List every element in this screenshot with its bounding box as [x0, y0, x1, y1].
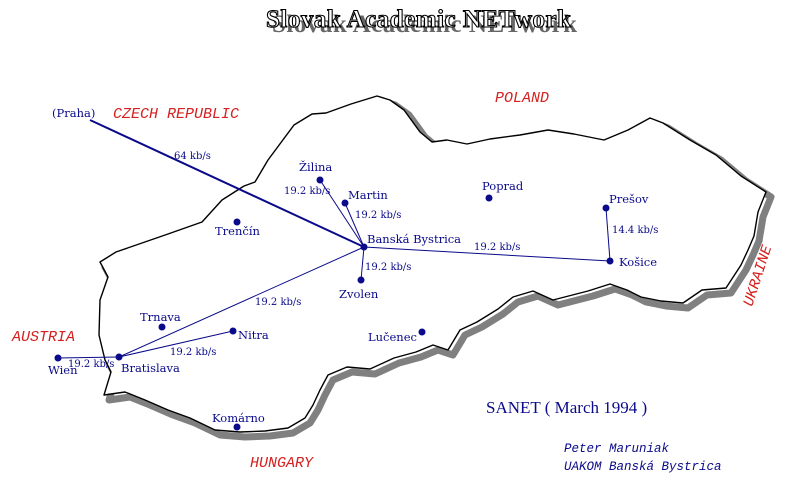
- marker-zilina: [316, 176, 324, 184]
- network-links: [57, 119, 611, 359]
- slovakia-border: [98, 95, 767, 433]
- label-zvolen: Zvolen: [339, 287, 379, 301]
- link-banska-bystrica-zvolen: [360, 246, 365, 281]
- marker-trencin: [233, 218, 241, 226]
- label-austria: AUSTRIA: [11, 329, 75, 346]
- link-bratislava-nitra: [118, 330, 234, 358]
- title-shadow: Slovak Academic NETwork: [272, 11, 578, 38]
- marker-kosice: [606, 257, 614, 265]
- label-zilina: Žilina: [299, 160, 332, 174]
- link-bratislava-banska-bystrica: [118, 246, 365, 358]
- speed-banska-bystrica-kosice: 19.2 kb/s: [474, 242, 520, 253]
- link-wien-bratislava: [57, 356, 120, 359]
- label-presov: Prešov: [609, 192, 649, 206]
- author-organization: UAKOM Banská Bystrica: [564, 460, 722, 474]
- label-czech-republic: CZECH REPUBLIC: [113, 106, 239, 123]
- marker-martin: [341, 199, 349, 207]
- network-caption: SANET ( March 1994 ): [486, 398, 647, 417]
- link-zilina-banska-bystrica: [319, 179, 365, 248]
- label-poland: POLAND: [495, 90, 549, 107]
- marker-trnava: [158, 323, 166, 331]
- link-martin-banska-bystrica: [344, 202, 365, 248]
- city-labels: (Praha) Žilina Martin Poprad Prešov Tren…: [48, 106, 657, 425]
- marker-presov: [602, 204, 610, 212]
- marker-wien: [54, 354, 62, 362]
- speed-banska-bystrica-zvolen: 19.2 kb/s: [365, 262, 411, 273]
- marker-poprad: [485, 194, 493, 202]
- label-praha: (Praha): [52, 106, 95, 120]
- label-trnava: Trnava: [140, 310, 181, 324]
- marker-zvolen: [357, 276, 365, 284]
- link-praha-banska-bystrica: [89, 119, 365, 248]
- marker-nitra: [229, 327, 237, 335]
- marker-bratislava: [115, 353, 123, 361]
- title-text: Slovak Academic NETwork: [266, 6, 572, 33]
- speed-zilina-banska-bystrica: 19.2 kb/s: [284, 186, 330, 197]
- speed-wien-bratislava: 19.2 kb/s: [68, 359, 114, 370]
- label-poprad: Poprad: [482, 179, 524, 193]
- link-banska-bystrica-kosice: [363, 246, 611, 262]
- marker-komarno: [233, 423, 241, 431]
- speed-praha-banska-bystrica: 64 kb/s: [174, 151, 211, 162]
- label-banska-bystrica: Banská Bystrica: [367, 232, 461, 246]
- map-title: Slovak Academic NETwork Slovak Academic …: [265, 5, 578, 38]
- label-nitra: Nitra: [238, 328, 269, 342]
- link-presov-kosice: [605, 207, 611, 262]
- marker-banska-bystrica: [360, 243, 368, 251]
- label-kosice: Košice: [619, 255, 657, 269]
- label-komarno: Komárno: [212, 411, 265, 425]
- label-wien: Wien: [48, 363, 78, 377]
- link-speed-labels: 64 kb/s 19.2 kb/s 19.2 kb/s 19.2 kb/s 14…: [68, 151, 658, 370]
- label-bratislava: Bratislava: [121, 361, 180, 375]
- city-markers: [54, 176, 614, 431]
- speed-bratislava-banska-bystrica: 19.2 kb/s: [255, 297, 301, 308]
- label-trencin: Trenčín: [215, 224, 260, 238]
- label-martin: Martin: [348, 188, 388, 202]
- marker-lucenec: [418, 328, 426, 336]
- speed-presov-kosice: 14.4 kb/s: [612, 225, 658, 236]
- speed-bratislava-nitra: 19.2 kb/s: [170, 347, 216, 358]
- speed-martin-banska-bystrica: 19.2 kb/s: [355, 210, 401, 221]
- label-hungary: HUNGARY: [250, 455, 314, 472]
- label-lucenec: Lučenec: [368, 330, 417, 344]
- author-name: Peter Maruniak: [564, 442, 670, 456]
